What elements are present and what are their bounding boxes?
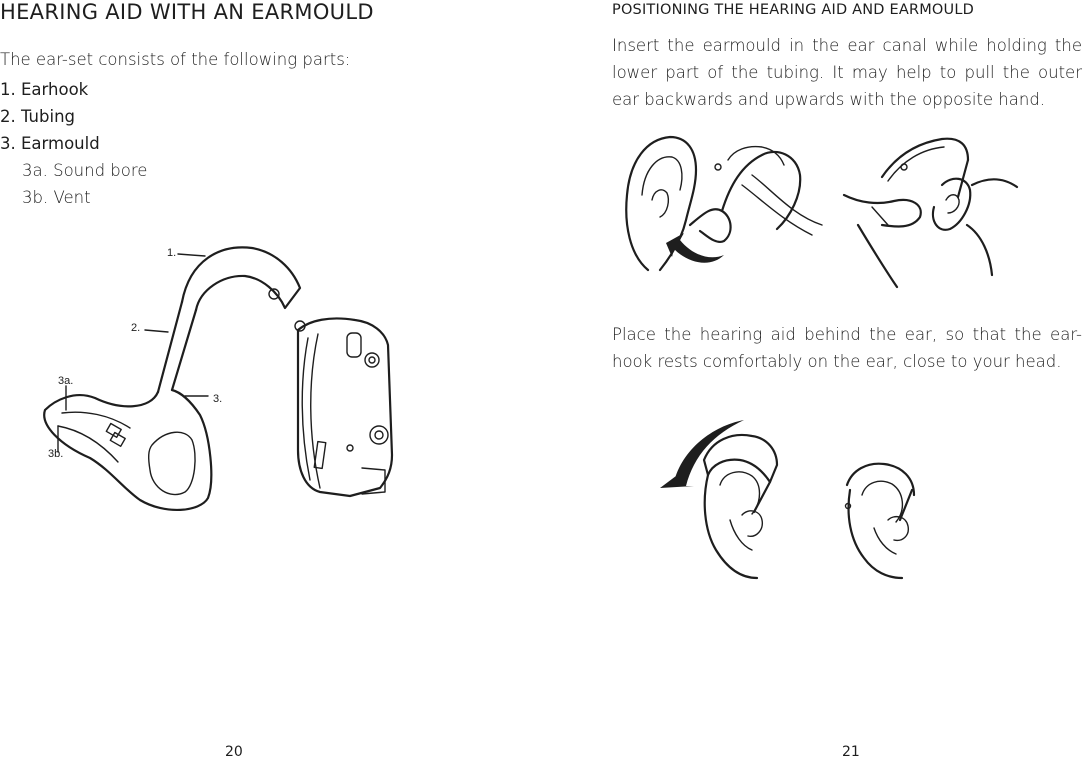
ear-with-hearing-aid-rotating-illustration [660, 420, 779, 580]
ear-with-hearing-aid-placed-illustration [844, 462, 916, 580]
label-3a: 3a. [58, 375, 73, 387]
list-item: 3b. Vent [22, 188, 91, 207]
label-2: 2. [131, 322, 140, 334]
right-page: POSITIONING THE HEARING AID AND EARMOULD… [612, 0, 1082, 762]
page-number: 21 [842, 744, 860, 760]
page-number: 20 [225, 744, 243, 760]
list-item: 1. Earhook [0, 80, 89, 99]
page-title: HEARING AID WITH AN EARMOULD [0, 0, 374, 24]
list-item: 2. Tubing [0, 107, 76, 126]
diagram-callouts: 1. 2. 3. 3a. 3b. [48, 247, 222, 460]
insert-instructions: Insert the earmould in the ear canal whi… [612, 36, 1082, 109]
list-item: 3. Earmould [0, 134, 100, 153]
placement-illustration [660, 420, 916, 580]
placement-instructions: Place the hearing aid behind the ear, so… [612, 325, 1082, 371]
earhook-tubing-earmould-illustration [43, 246, 302, 512]
intro-text: The ear-set consists of the following pa… [0, 50, 351, 69]
hand-inserting-earmould-illustration [842, 137, 1019, 289]
label-3: 3. [213, 393, 222, 405]
section-title: POSITIONING THE HEARING AID AND EARMOULD [612, 2, 975, 18]
list-item: 3a. Sound bore [22, 161, 148, 180]
label-3b: 3b. [48, 448, 63, 460]
hearing-aid-parts-diagram: 1. 2. 3. 3a. 3b. [43, 246, 394, 512]
ear-with-earmould-illustration [625, 135, 823, 272]
hearing-aid-body-illustration [294, 317, 394, 498]
parts-list: 1. Earhook 2. Tubing 3. Earmould 3a. Sou… [0, 76, 147, 211]
label-1: 1. [167, 247, 176, 259]
insertion-illustration [625, 135, 1019, 289]
left-page: HEARING AID WITH AN EARMOULD The ear-set… [0, 0, 540, 762]
